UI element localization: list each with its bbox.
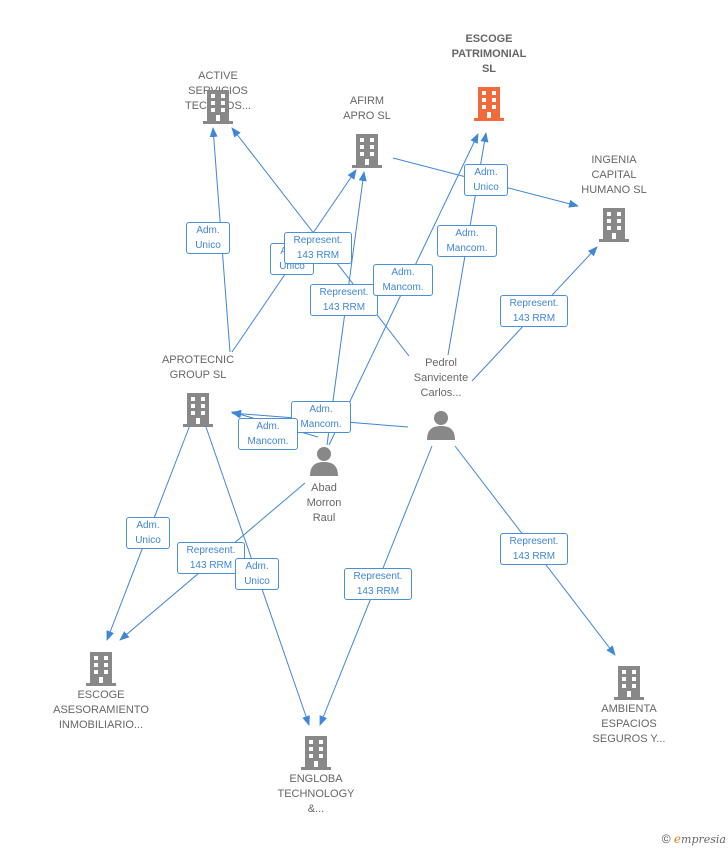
edge-label-abad-afirm[interactable]: Represent. 143 RRM — [310, 284, 378, 316]
edge-label-abad-escoge[interactable]: Adm. Mancom. — [373, 264, 433, 296]
building-icon — [352, 134, 382, 168]
edge-label-abad-escogeas[interactable]: Represent. 143 RRM — [177, 542, 245, 574]
node-label: ENGLOBA TECHNOLOGY &... — [277, 773, 355, 815]
building-icon — [183, 393, 213, 427]
building-icon — [203, 90, 233, 124]
node-label: AFIRM APRO SL — [343, 95, 391, 122]
edge-label-pedrol-apro[interactable]: Adm. Mancom. — [238, 418, 298, 450]
node-label: Pedrol Sanvicente Carlos... — [413, 357, 469, 399]
edge-label-pedrol-ingenia[interactable]: Represent. 143 RRM — [500, 295, 568, 327]
edge-label-pedrol-active[interactable]: Represent. 143 RRM — [284, 232, 352, 264]
building-icon — [474, 87, 504, 121]
copyright-icon: © — [661, 832, 671, 846]
edge-label-apro-active[interactable]: Adm. Unico — [186, 222, 230, 254]
building-icon — [86, 652, 116, 686]
node-label: APROTECNIC GROUP SL — [161, 354, 235, 381]
edge-label-pedrol-engloba[interactable]: Represent. 143 RRM — [344, 568, 412, 600]
building-icon — [614, 666, 644, 700]
brand-name: mpresia — [681, 833, 726, 846]
edge-label-apro-engloba[interactable]: Adm. Unico — [235, 558, 279, 590]
building-icon — [301, 736, 331, 770]
person-icon — [310, 447, 338, 476]
edge-label-abad-apro[interactable]: Adm. Mancom. — [291, 401, 351, 433]
edge-label-afirm-ingenia[interactable]: Adm. Unico — [464, 164, 508, 196]
person-icon — [427, 411, 455, 440]
footer-credit: © empresia — [662, 832, 726, 846]
edge-label-apro-escogeas[interactable]: Adm. Unico — [126, 517, 170, 549]
edge-label-pedrol-escoge[interactable]: Adm. Mancom. — [437, 225, 497, 257]
node-label: Abad Morron Raul — [306, 482, 342, 524]
edge-label-pedrol-ambienta[interactable]: Represent. 143 RRM — [500, 533, 568, 565]
node-label: ESCOGE ASESORAMIENTO INMOBILIARIO... — [53, 689, 149, 731]
node-label: ESCOGE PATRIMONIAL SL — [451, 33, 527, 75]
brand-logo: e — [673, 832, 682, 846]
node-label: AMBIENTA ESPACIOS SEGUROS Y... — [592, 703, 666, 745]
node-label: INGENIA CAPITAL HUMANO SL — [581, 154, 647, 196]
building-icon — [599, 208, 629, 242]
